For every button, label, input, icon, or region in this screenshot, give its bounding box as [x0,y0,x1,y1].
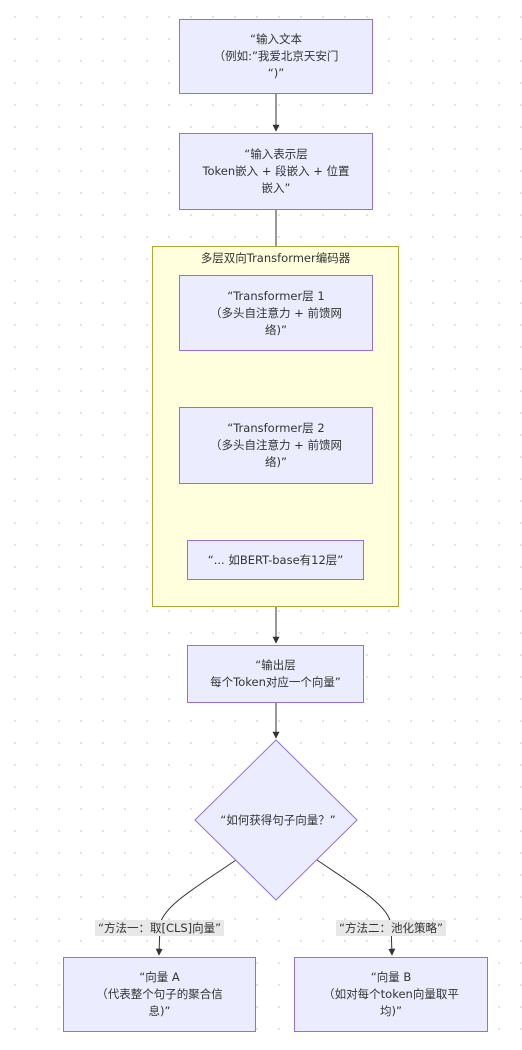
label-line: “... 如BERT-base有12层” [207,552,344,567]
label-line: （多头自注意力 + 前馈网 [210,438,342,452]
decision-diamond [194,739,358,901]
label-line: “输入文本 [250,32,302,46]
more-layers-label: “... 如BERT-base有12层” [208,552,344,569]
vector-a-node: “向量 A （代表整个句子的聚合信 息)” [63,957,256,1032]
label-line: “输出层 [255,658,296,672]
label-line: （多头自注意力 + 前馈网 [210,305,342,320]
label-line: 嵌入” [261,181,291,195]
decision-label: “如何获得句子向量？” [220,812,336,827]
label-line: “输入表示层 [244,147,308,161]
label-line: （如对每个token向量取平 [323,987,459,1001]
edge-decision-to-vec-a [155,859,237,956]
vector-b-node: “向量 B （如对每个token向量取平 均)” [294,957,488,1032]
output-layer-label: “输出层 每个Token对应一个向量” [210,657,341,691]
label-line: “)” [267,66,285,80]
output-layer-node: “输出层 每个Token对应一个向量” [187,645,364,703]
transformer-layer-2-node: “Transformer层 2 （多头自注意力 + 前馈网 络)” [179,407,373,484]
label-line: Token嵌入 + 段嵌入 + 位置 [202,164,350,178]
label-line: 每个Token对应一个向量” [210,675,341,689]
edge-decision-to-vec-b [316,859,396,956]
edge-label-method-2: “方法二：池化策略” [336,920,446,936]
label-line: 络)” [265,455,287,469]
vector-b-label: “向量 B （如对每个token向量取平 均)” [323,969,459,1020]
label-line: “向量 B [370,970,412,984]
label-line: “Transformer层 1 [227,288,325,303]
transformer-layer-1-node: “Transformer层 1 （多头自注意力 + 前馈网 络)” [179,275,373,351]
label-line: （代表整个句子的聚合信 [96,987,223,1001]
input-representation-node: “输入表示层 Token嵌入 + 段嵌入 + 位置 嵌入” [179,133,373,210]
input-text-node: “输入文本 （例如:”我爱北京天安门 “)” [179,19,373,94]
input-representation-label: “输入表示层 Token嵌入 + 段嵌入 + 位置 嵌入” [202,146,349,197]
transformer-layer-2-label: “Transformer层 2 （多头自注意力 + 前馈网 络)” [210,420,342,471]
label-line: 络)” [265,322,287,337]
cluster-title: 多层双向Transformer编码器 [200,251,351,265]
vector-a-label: “向量 A （代表整个句子的聚合信 息)” [96,969,223,1020]
label-line: “向量 A [139,970,180,984]
label-line: “Transformer层 2 [227,421,325,435]
more-layers-node: “... 如BERT-base有12层” [187,540,364,580]
label-line: 息)” [148,1004,171,1018]
input-text-label: “输入文本 （例如:”我爱北京天安门 “)” [214,31,339,82]
label-line: （例如:”我爱北京天安门 [213,49,339,63]
label-line: 均)” [380,1004,402,1018]
edge-label-method-1: “方法一：取[CLS]向量” [95,920,225,936]
transformer-layer-1-label: “Transformer层 1 （多头自注意力 + 前馈网 络)” [210,288,342,339]
